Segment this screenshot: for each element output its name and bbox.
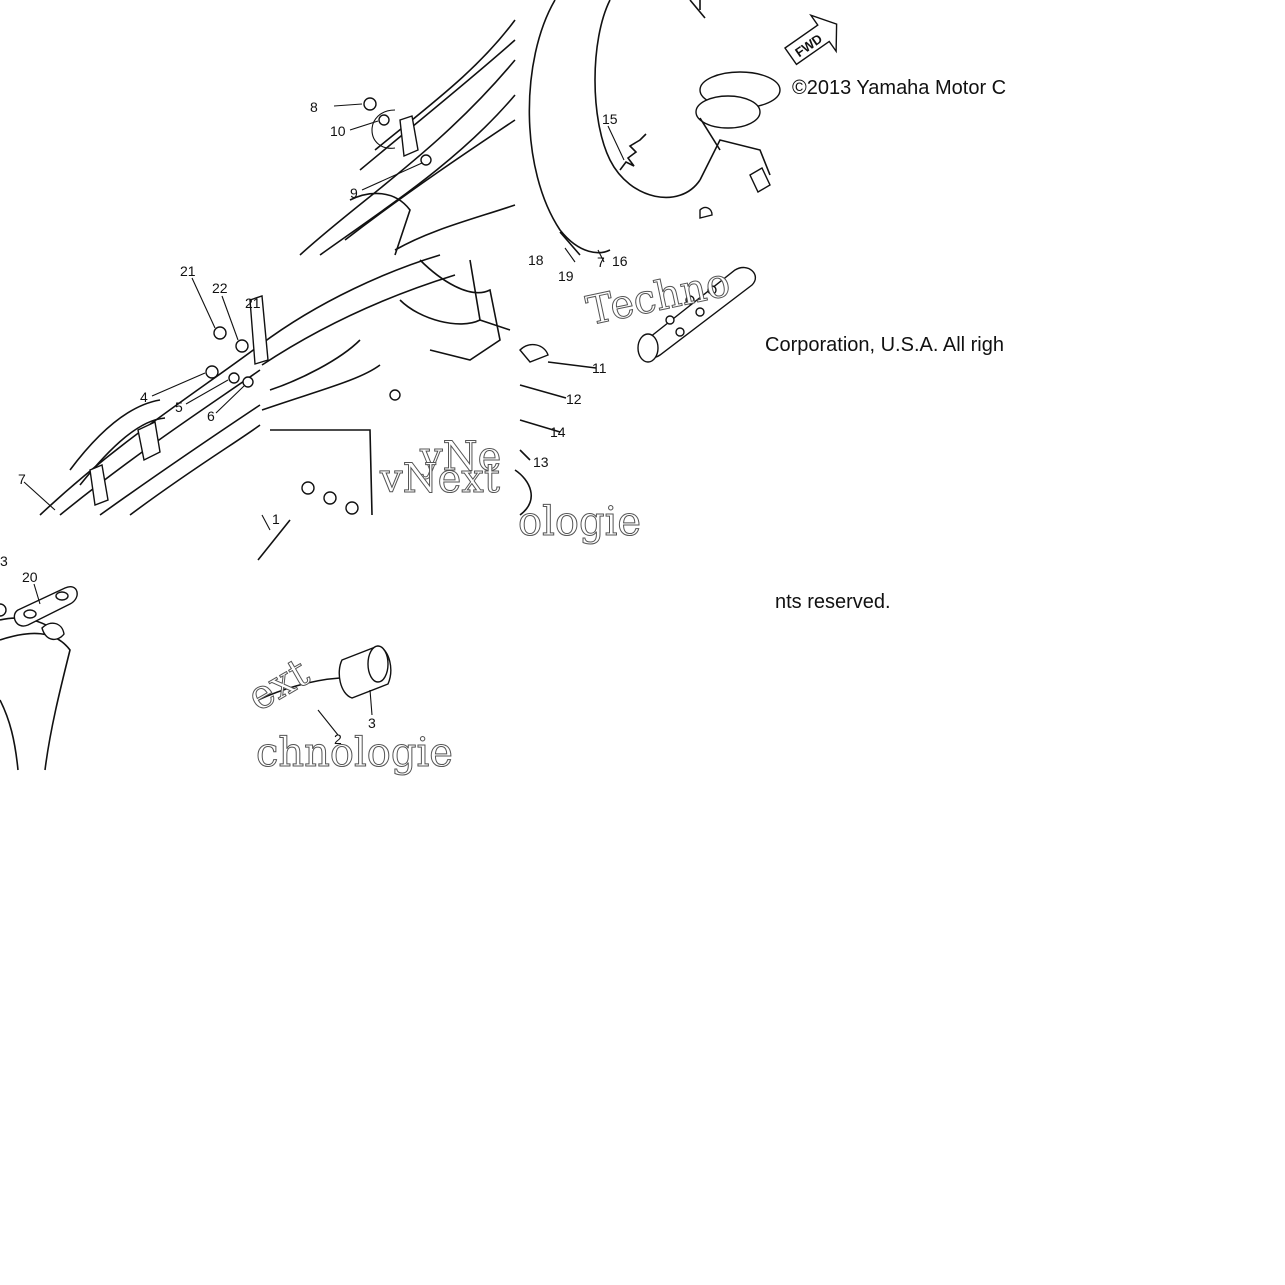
callout-2: 2 <box>334 731 342 747</box>
callout-3: 3 <box>368 715 376 731</box>
callout-12: 12 <box>566 391 582 407</box>
callout-16: 16 <box>612 253 628 269</box>
washer-10 <box>378 114 390 126</box>
callout-9: 9 <box>350 185 358 201</box>
copyright-line-3: nts reserved. <box>775 591 891 613</box>
nut-9 <box>420 154 432 166</box>
callout-4: 4 <box>140 389 148 405</box>
callout-3-left: 3 <box>0 553 8 569</box>
tile-upper-right: 15 <box>528 0 781 256</box>
watermark-1: Techno <box>583 260 735 335</box>
bolt-4 <box>205 365 219 379</box>
callout-7: 7 <box>18 471 26 487</box>
tile-upper-middle: 8 10 9 <box>299 19 516 256</box>
watermark-6: chnologie <box>256 730 453 776</box>
tile-lower-left: 3 20 <box>0 553 78 771</box>
callout-10: 10 <box>330 123 346 139</box>
callout-15: 15 <box>602 111 618 127</box>
callout-22: 22 <box>212 280 228 296</box>
watermark-5: ext <box>240 650 317 721</box>
watermark-2: yNe <box>419 434 501 480</box>
callout-1: 1 <box>272 511 280 527</box>
fwd-arrow: FWD <box>784 13 838 66</box>
bolt-21 <box>213 326 227 340</box>
watermark-4: ologie <box>518 499 641 545</box>
copyright-line-1: ©2013 Yamaha Motor C <box>792 77 1006 99</box>
nut-lower <box>345 501 359 515</box>
callout-13: 13 <box>533 454 549 470</box>
tile-middle-left: 21 22 21 4 5 6 7 yNe vNext <box>18 254 511 516</box>
callout-20: 20 <box>22 569 38 585</box>
copyright-line-2: Corporation, U.S.A. All righ <box>765 334 1004 356</box>
callout-8: 8 <box>310 99 318 115</box>
washer-5 <box>228 372 240 384</box>
bolt-tank <box>389 389 401 401</box>
callout-6: 6 <box>207 408 215 424</box>
callout-18: 18 <box>528 252 544 268</box>
callout-14: 14 <box>550 424 566 440</box>
callout-19: 19 <box>558 268 574 284</box>
bolt-lower <box>301 481 315 495</box>
tile-lower-middle: 1 2 3 ext chnologie <box>240 511 454 777</box>
washer-22 <box>235 339 249 353</box>
washer-lower <box>323 491 337 505</box>
tile-middle-right: 18 19 7 16 11 12 14 13 Techno ologie <box>514 247 757 546</box>
callout-21b: 21 <box>245 295 261 311</box>
callout-11: 11 <box>592 360 607 376</box>
callout-5: 5 <box>175 399 183 415</box>
callout-7b: 7 <box>597 254 605 270</box>
bolt-8 <box>363 97 377 111</box>
spring-15 <box>619 133 647 171</box>
watermark-3: vNext <box>379 456 500 502</box>
nut-6 <box>242 376 254 388</box>
callout-21: 21 <box>180 263 196 279</box>
